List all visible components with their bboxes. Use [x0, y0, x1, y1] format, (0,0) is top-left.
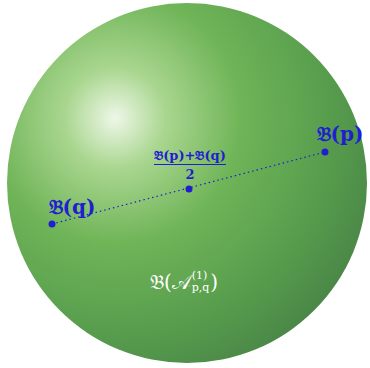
- superscript: (1): [192, 270, 208, 282]
- fraction-numerator: 𝔅(p)+𝔅(q): [154, 149, 226, 165]
- point-label: 𝔅(q): [49, 196, 96, 218]
- region-close: ): [210, 272, 218, 292]
- subscript: p,q: [192, 282, 210, 294]
- sphere-fill: [7, 3, 367, 363]
- point-dot: [186, 186, 193, 193]
- region-name: 𝔅(𝒜: [150, 272, 191, 292]
- point-dot: [322, 149, 329, 156]
- sphere-shape: [6, 2, 368, 364]
- point-label: 𝔅(p): [317, 123, 364, 145]
- point-dot: [49, 221, 56, 228]
- region-label: 𝔅(𝒜(1)p,q): [150, 270, 218, 293]
- sphere-region: 𝔅(𝒜(1)p,q): [6, 2, 368, 364]
- script-stack: (1)p,q: [192, 270, 210, 293]
- fraction-denominator: 2: [185, 168, 194, 182]
